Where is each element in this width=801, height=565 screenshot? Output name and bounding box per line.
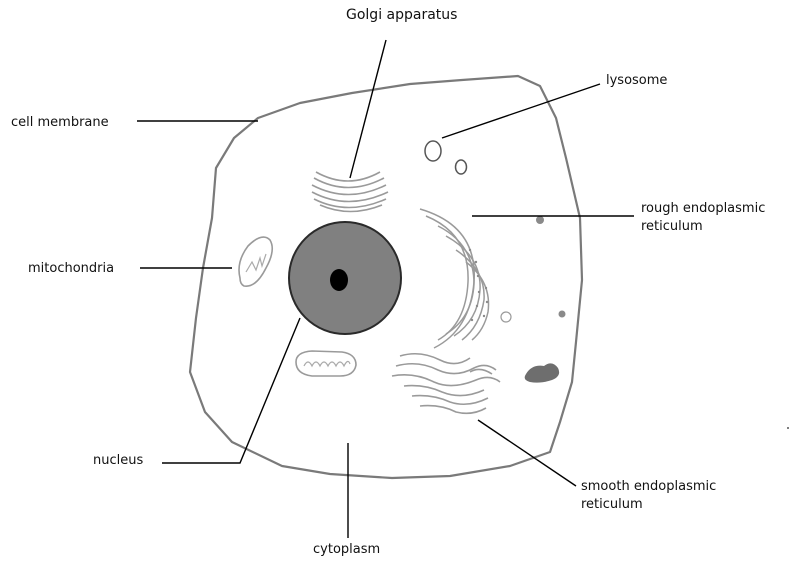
label-cytoplasm: cytoplasm — [313, 541, 380, 558]
label-nucleus: nucleus — [93, 452, 143, 469]
mitochondrion-left — [239, 237, 272, 286]
vesicle — [501, 312, 511, 322]
label-smooth-er-line2: reticulum — [581, 496, 643, 513]
smooth-endoplasmic-reticulum — [392, 354, 500, 414]
leader-lysosome — [442, 84, 600, 138]
leader-golgi — [350, 40, 386, 178]
small-body-2 — [559, 311, 566, 318]
label-golgi-apparatus: Golgi apparatus — [346, 7, 457, 24]
rough-endoplasmic-reticulum — [420, 209, 489, 348]
leader-smooth-er — [478, 420, 576, 486]
small-body — [536, 216, 544, 224]
label-lysosome: lysosome — [606, 72, 667, 89]
label-rough-er-line1: rough endoplasmic — [641, 200, 765, 217]
mitochondrion-lower — [296, 351, 356, 376]
nucleolus — [330, 269, 348, 291]
label-mitochondria: mitochondria — [28, 260, 114, 277]
lysosome-large — [425, 141, 441, 161]
label-rough-er-line2: reticulum — [641, 218, 703, 235]
stray-mark — [787, 427, 789, 429]
label-smooth-er-line1: smooth endoplasmic — [581, 478, 716, 495]
dark-granule-cluster — [525, 363, 559, 382]
lysosome-small — [456, 160, 467, 174]
label-cell-membrane: cell membrane — [11, 114, 109, 131]
